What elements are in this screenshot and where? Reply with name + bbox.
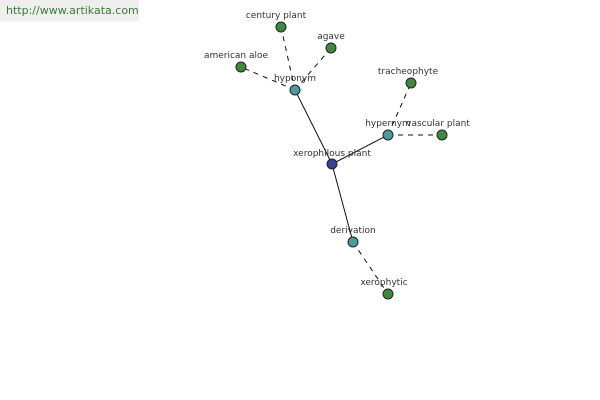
node-century[interactable]: century plant [246, 11, 307, 33]
node-hypernym[interactable]: hypernym [365, 119, 411, 141]
edge-hyponym-century [280, 26, 296, 91]
nodes-layer: xerophilous plant hyponym hypernym derivati… [204, 11, 470, 300]
edge-center-hyponym [294, 89, 333, 165]
node-aloe[interactable]: american aloe [204, 51, 269, 73]
node-vascular[interactable]: vascular plant [406, 119, 470, 141]
edge-center-hypernym [331, 134, 389, 165]
node-center[interactable]: xerophilous plant [293, 149, 371, 170]
watermark-url: http://www.artikata.com [0, 0, 139, 21]
node-aloe-label: american aloe [204, 51, 269, 61]
node-xerophytic[interactable]: xerophytic [360, 278, 408, 300]
node-xerophytic-circle[interactable] [382, 288, 394, 300]
node-hyponym-circle[interactable] [289, 84, 301, 96]
node-hypernym-label: hypernym [365, 119, 411, 129]
node-derivation-circle[interactable] [347, 236, 359, 248]
node-vascular-circle[interactable] [436, 129, 448, 141]
node-tracheophyte-circle[interactable] [405, 77, 417, 89]
node-derivation-label: derivation [330, 226, 376, 236]
node-vascular-label: vascular plant [406, 119, 470, 129]
node-century-circle[interactable] [275, 21, 287, 33]
node-center-circle[interactable] [326, 158, 338, 170]
node-agave-label: agave [317, 32, 345, 42]
node-aloe-circle[interactable] [235, 61, 247, 73]
node-century-label: century plant [246, 11, 307, 21]
node-derivation[interactable]: derivation [330, 226, 376, 248]
node-hypernym-circle[interactable] [382, 129, 394, 141]
node-hyponym-label: hyponym [274, 74, 316, 84]
node-hyponym[interactable]: hyponym [274, 74, 316, 96]
node-agave-circle[interactable] [325, 42, 337, 54]
node-center-label: xerophilous plant [293, 149, 371, 159]
edge-derivation-xerophytic [352, 241, 389, 295]
node-xerophytic-label: xerophytic [360, 278, 407, 288]
edges-layer [240, 26, 442, 295]
node-tracheophyte-label: tracheophyte [378, 67, 439, 77]
node-agave[interactable]: agave [317, 32, 345, 54]
edge-center-derivation [331, 163, 354, 243]
node-tracheophyte[interactable]: tracheophyte [378, 67, 439, 89]
